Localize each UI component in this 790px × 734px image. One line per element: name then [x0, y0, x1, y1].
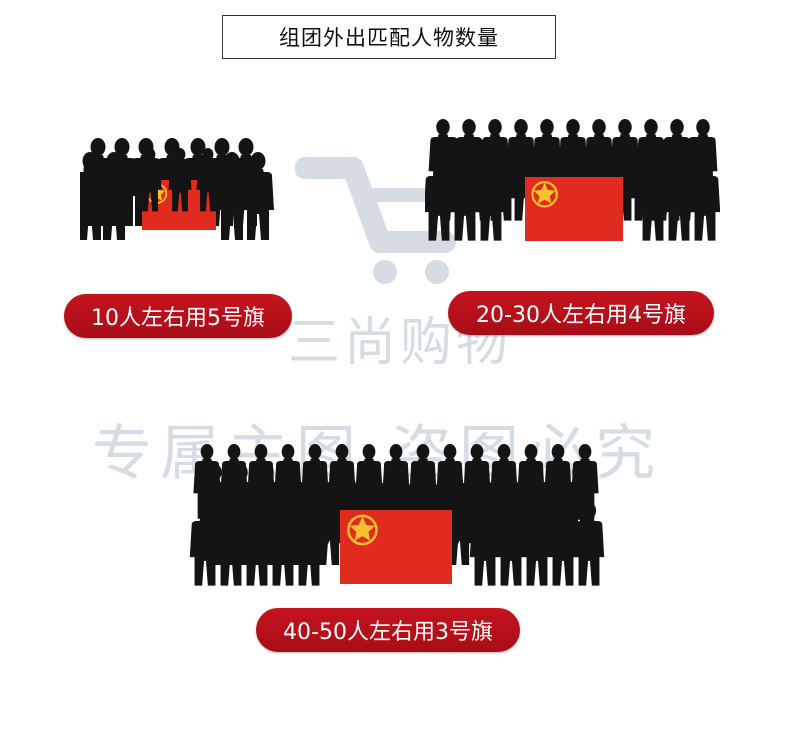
person-silhouette: [547, 502, 579, 586]
crowd-medium-group: [425, 119, 720, 241]
red-flag: [525, 177, 623, 241]
crowd-small-group: [80, 138, 274, 240]
person-silhouette: [98, 152, 130, 240]
person-silhouette: [138, 148, 162, 212]
person-silhouette: [242, 152, 274, 240]
person-silhouette: [189, 502, 221, 586]
person-silhouette: [573, 502, 605, 586]
person-silhouette: [425, 157, 455, 241]
person-silhouette: [449, 157, 481, 241]
label-3-flag: 40-50人左右用3号旗: [256, 608, 520, 652]
person-silhouette: [475, 157, 507, 241]
person-silhouette: [469, 502, 501, 586]
person-silhouette: [267, 502, 299, 586]
page-title: 组团外出匹配人物数量: [222, 15, 556, 59]
person-silhouette: [215, 502, 247, 586]
person-silhouette: [663, 157, 695, 241]
label-4-flag: 20-30人左右用4号旗: [448, 291, 714, 335]
person-silhouette: [168, 148, 192, 212]
crowd-large-group: [189, 444, 605, 586]
person-silhouette: [293, 502, 325, 586]
emblem-star-icon: [531, 181, 558, 208]
person-silhouette: [637, 157, 669, 241]
person-silhouette: [216, 152, 248, 240]
person-silhouette: [196, 148, 220, 212]
person-silhouette: [689, 157, 720, 241]
person-silhouette: [241, 502, 273, 586]
emblem-star-icon: [347, 514, 378, 546]
person-silhouette: [495, 502, 527, 586]
red-flag: [340, 510, 452, 584]
label-5-flag: 10人左右用5号旗: [64, 294, 292, 338]
person-silhouette: [521, 502, 553, 586]
